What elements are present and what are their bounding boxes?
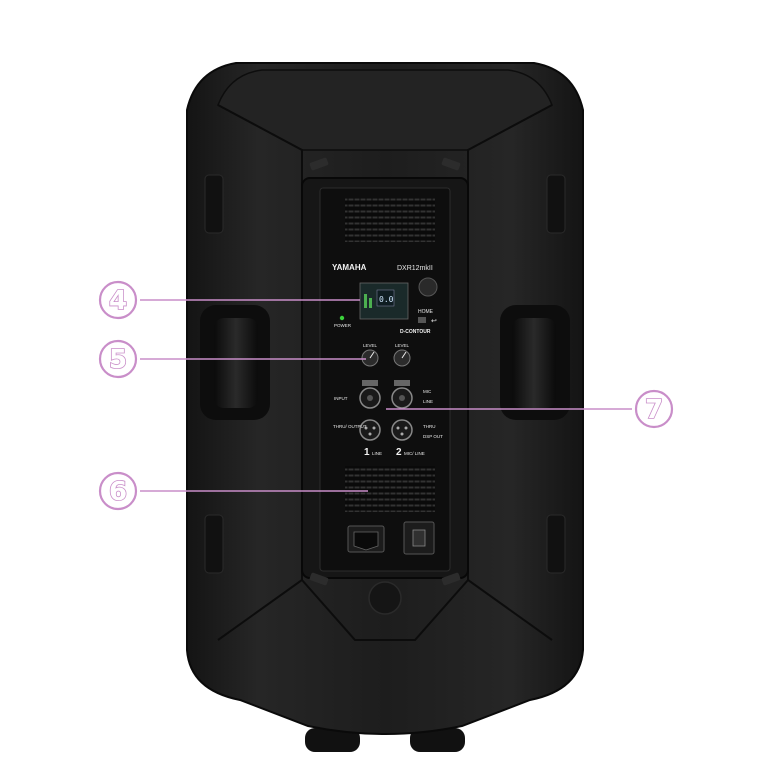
power-inlet[interactable] — [347, 525, 385, 553]
display-value: 0.0 — [379, 295, 394, 304]
thru-label: THRU — [423, 424, 436, 429]
top-vent — [345, 198, 435, 242]
main-encoder-knob[interactable] — [418, 277, 438, 297]
callout-5: 5 — [98, 339, 138, 379]
home-button[interactable] — [418, 317, 426, 323]
bottom-vent — [345, 466, 435, 512]
rear-panel — [319, 187, 451, 572]
input-jacks — [359, 380, 413, 409]
level-label-2: LEVEL — [395, 343, 410, 348]
model-name: DXR12mkII — [397, 265, 433, 272]
side-handle-left — [200, 305, 270, 420]
side-handle-right — [500, 305, 570, 420]
callout-lines — [140, 299, 632, 492]
callout-6-label: 6 — [109, 477, 127, 507]
back-arrow-icon[interactable]: ↩ — [431, 317, 437, 325]
lcd-display: 0.0 — [359, 282, 409, 320]
callout-5-label: 5 — [109, 345, 127, 375]
power-led — [339, 315, 345, 321]
mic-label: MIC — [423, 389, 432, 394]
input-label: INPUT — [334, 396, 348, 401]
thru-output-label: THRU/ OUTPUT — [333, 424, 367, 429]
channel-2-label: 2 — [396, 447, 402, 458]
callout-4-label: 4 — [109, 286, 127, 316]
channel-2-sub: MIC/ LINE — [404, 451, 425, 456]
thru-output-jacks — [359, 419, 413, 441]
cabinet-bottom-socket — [368, 581, 402, 615]
thru-output-label-text: THRU/ OUTPUT — [333, 424, 367, 429]
dsp-out-label: DSP OUT — [423, 434, 443, 439]
panel-clips — [309, 157, 461, 586]
power-label: POWER — [334, 323, 352, 328]
brand-logo: YAMAHA — [332, 263, 367, 272]
line-label: LINE — [423, 399, 433, 404]
callout-7-label: 7 — [645, 395, 663, 425]
power-switch[interactable] — [403, 521, 435, 555]
channel-1-label: 1 — [364, 447, 370, 458]
home-label: HOME — [418, 309, 434, 315]
thru-jack-2[interactable] — [391, 419, 413, 441]
thru-jack-1[interactable] — [359, 419, 381, 441]
callout-7: 7 — [634, 389, 674, 429]
channel-1-sub: LINE — [372, 451, 382, 456]
d-contour-label: D-CONTOUR — [400, 329, 431, 335]
level-label-1: LEVEL — [363, 343, 378, 348]
callout-6: 6 — [98, 471, 138, 511]
cabinet-side-slots — [204, 174, 566, 574]
callout-4: 4 — [98, 280, 138, 320]
